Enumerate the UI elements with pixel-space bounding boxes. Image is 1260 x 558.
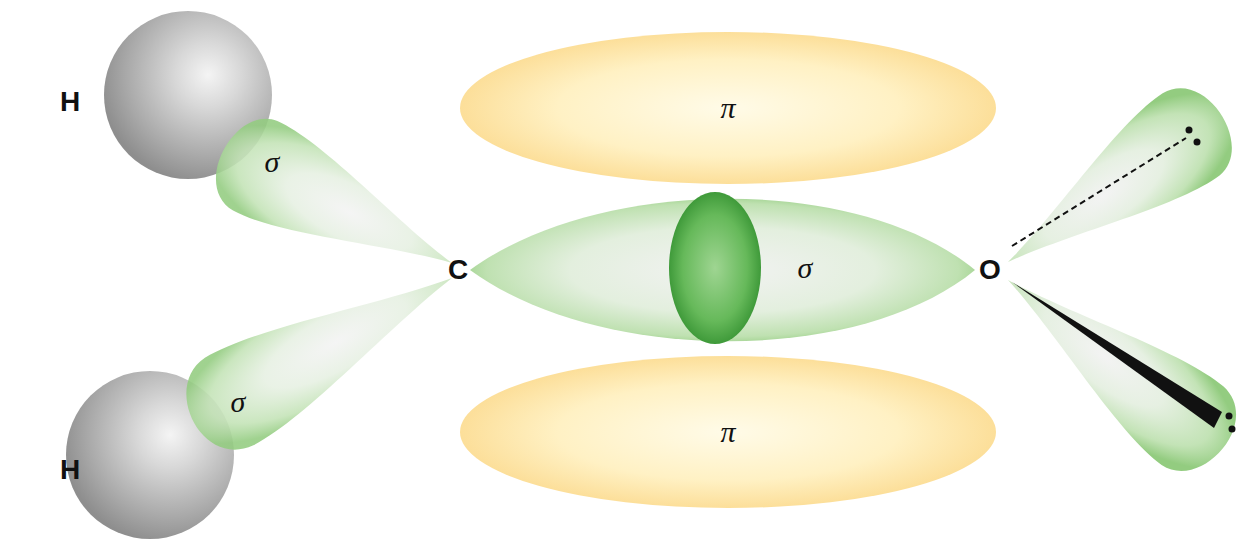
electron-dot — [1229, 426, 1236, 433]
pi-orbital-lobe: π — [460, 32, 996, 184]
bond-label: σ — [798, 253, 813, 283]
pi-orbital-lobe: π — [460, 356, 996, 508]
atom-label: C — [448, 256, 468, 284]
electron-dot — [1194, 139, 1201, 146]
atom-label: H — [60, 456, 80, 484]
lone-pair-lobe — [977, 241, 1253, 489]
dashed-bond — [1012, 138, 1186, 246]
atom-label: O — [979, 256, 1001, 284]
orbital-label: π — [720, 91, 735, 125]
electron-dot — [1226, 413, 1233, 420]
sigma-lobe — [169, 234, 476, 465]
atom-label: H — [60, 88, 80, 116]
sigma-lobe — [201, 105, 474, 308]
lone-pair-lobe — [979, 73, 1249, 304]
wedge-bond — [1012, 282, 1222, 428]
electron-dot — [1186, 127, 1193, 134]
orbital-label: π — [720, 415, 735, 449]
nucleus-overlap — [669, 192, 761, 344]
bond-label: σ — [265, 147, 280, 177]
bond-label: σ — [231, 387, 246, 417]
